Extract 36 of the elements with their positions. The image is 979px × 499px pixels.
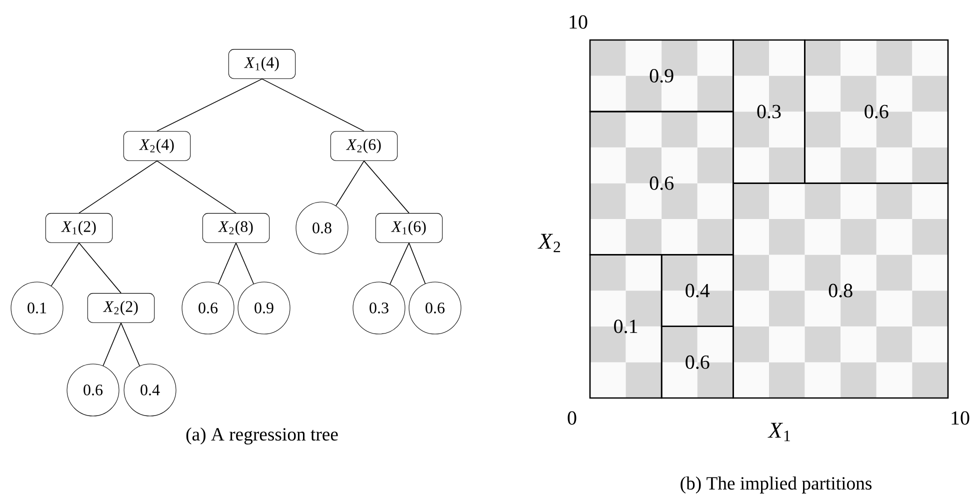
tree-branch	[50, 242, 80, 286]
partition-region: 0.8	[732, 182, 949, 399]
figure-caption: (b) The implied partitions	[680, 476, 872, 494]
partition-region: 0.4	[660, 254, 734, 328]
tree-branch	[120, 322, 140, 366]
partition-region: 0.6	[589, 110, 734, 256]
axis-label: X$_{1}$	[768, 422, 790, 442]
partition-region: 0.6	[660, 326, 734, 399]
tree-branch	[156, 160, 236, 214]
tree-branch	[102, 322, 122, 366]
tree-branch	[156, 78, 262, 132]
split-box: X$_{1}$(6)	[375, 213, 443, 243]
tree-branch	[218, 242, 236, 284]
axis-tick-label: 10	[570, 15, 588, 29]
axis-tick-label: 0	[568, 411, 576, 425]
axis-tick-label: 10	[952, 411, 970, 425]
tree-branch	[364, 160, 410, 214]
figure-caption: (a) A regression tree	[186, 428, 338, 444]
tree-branch	[390, 242, 410, 285]
tree-branch	[336, 160, 364, 206]
split-box: X$_{2}$(4)	[123, 131, 191, 161]
tree-branch	[78, 242, 122, 294]
tree-branch	[78, 160, 158, 214]
tree-branch	[236, 242, 254, 284]
split-box: X$_{1}$(2)	[45, 213, 113, 243]
split-box: X$_{2}$(6)	[330, 131, 398, 161]
axis-label: X$_{2}$	[538, 234, 560, 252]
partition-region: 0.1	[589, 254, 662, 399]
split-box: X$_{2}$(2)	[87, 293, 155, 323]
split-box: X$_{1}$(4)	[228, 49, 296, 79]
partition-region: 0.9	[589, 39, 734, 112]
partition-region: 0.3	[732, 39, 806, 184]
tree-branch	[262, 78, 364, 132]
partition-region: 0.6	[804, 39, 949, 184]
tree-branch	[408, 242, 426, 284]
split-box: X$_{2}$(8)	[202, 213, 270, 243]
